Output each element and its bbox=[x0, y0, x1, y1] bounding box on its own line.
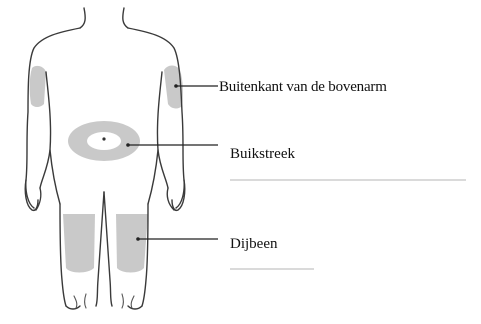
navel bbox=[102, 137, 105, 140]
label-thigh: Dijbeen bbox=[230, 237, 277, 252]
navel-clear-zone bbox=[87, 132, 121, 150]
injection-area-left-thigh bbox=[63, 214, 95, 273]
injection-area-left-upper-arm bbox=[30, 66, 46, 107]
leg-details bbox=[74, 294, 134, 308]
injection-area-right-thigh bbox=[116, 214, 148, 273]
pointer-dot-abdomen bbox=[126, 143, 130, 147]
label-upper-arm: Buitenkant van de bovenarm bbox=[219, 80, 387, 95]
pointer-dot-thigh bbox=[136, 237, 140, 241]
pointer-dot-upper-arm bbox=[174, 84, 178, 88]
separator-rules bbox=[230, 180, 466, 269]
label-abdomen: Buikstreek bbox=[230, 147, 295, 162]
